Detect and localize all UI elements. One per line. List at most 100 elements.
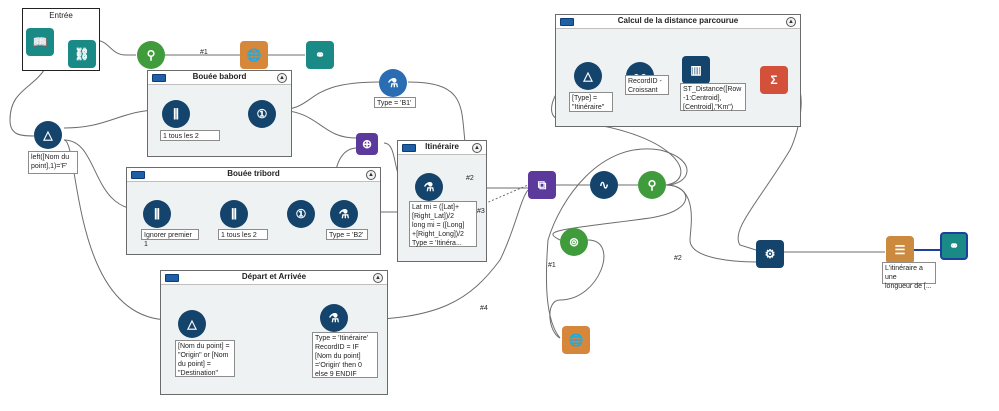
connector <box>549 239 605 339</box>
container-badge-icon <box>152 74 166 82</box>
collapse-toggle-icon[interactable]: ▲ <box>277 73 287 83</box>
formula-flask-icon: ⚗ <box>338 207 350 221</box>
record-id-icon: ① <box>295 207 307 221</box>
binoculars-browse-icon: ⛓ <box>74 47 90 61</box>
multi-row-formula-tool[interactable]: ▥ <box>682 56 710 84</box>
container-title: Calcul de la distance parcourue <box>617 16 739 25</box>
connector <box>63 109 161 129</box>
multi-row-formula-icon: ▥ <box>690 63 702 77</box>
connection-label: #2 <box>674 255 682 262</box>
collapse-toggle-icon[interactable]: ▲ <box>366 170 376 180</box>
annotation-formula-itineraire: Lat mi = ([Lat]+ [Right_Lat])/2 long mi … <box>409 201 477 247</box>
record-id-icon: ① <box>256 107 268 121</box>
connection-label: #2 <box>466 175 474 182</box>
create-points-tool[interactable]: ⚲ <box>638 171 666 199</box>
map-output-tool[interactable]: 🌐 <box>240 41 268 69</box>
record-id-tool[interactable]: ① <box>287 200 315 228</box>
annotation-filter-main: left([Nom du point],1)='F' <box>28 151 78 174</box>
report-text-icon: ☰ <box>894 243 906 257</box>
connector <box>665 184 757 263</box>
annotation-sample-babord: 1 tous les 2 <box>160 130 220 141</box>
container-title: Départ et Arrivée <box>241 272 307 281</box>
annotation-filter-depart: [Nom du point] = "Origin" or [Nom du poi… <box>175 340 235 377</box>
container-badge-icon <box>165 274 179 282</box>
sample-columns-icon: ⫼ <box>154 207 160 221</box>
union-tool[interactable]: ⊕ <box>356 133 378 155</box>
input-data-tool[interactable]: 📖 <box>26 28 54 56</box>
select-tool[interactable]: ⊚ <box>560 228 588 256</box>
container-badge-icon <box>560 18 574 26</box>
union-icon: ⊕ <box>361 137 373 151</box>
formula-tool[interactable]: ⚗ <box>320 304 348 332</box>
connection-label: #3 <box>477 208 485 215</box>
container-title: Itinéraire <box>425 142 459 151</box>
connector <box>545 148 688 339</box>
filter-triangle-icon: △ <box>187 317 197 331</box>
connection-label: #1 <box>548 262 556 269</box>
formula-flask-icon: ⚗ <box>387 76 399 90</box>
dna-multi-row-icon: ⧉ <box>537 178 547 192</box>
gear-tools-icon: ⚙ <box>764 247 776 261</box>
connector <box>552 184 687 241</box>
globe-map-icon: 🌐 <box>568 333 584 347</box>
annotation-formula-b1: Type = 'B1' <box>374 97 416 108</box>
sample-tool[interactable]: ⫼ <box>220 200 248 228</box>
sample-tool[interactable]: ⫼ <box>143 200 171 228</box>
annotation-formula-depart: Type = 'Itinéraire' RecordID = IF [Nom d… <box>312 332 378 378</box>
sample-columns-icon: ⫼ <box>173 107 179 121</box>
container-badge-icon <box>131 171 145 179</box>
create-points-tool[interactable]: ⚲ <box>137 41 165 69</box>
browse-tool[interactable]: ⛓ <box>68 40 96 68</box>
container-header: Bouée tribord ▲ <box>127 168 380 182</box>
container-header: Départ et Arrivée ▲ <box>161 271 387 285</box>
select-icon: ⊚ <box>568 235 580 249</box>
record-id-tool[interactable]: ① <box>248 100 276 128</box>
container-header: Itinéraire ▲ <box>398 141 486 155</box>
browse-tool[interactable]: ⚭ <box>940 232 968 260</box>
sample-columns-icon: ⫼ <box>231 207 237 221</box>
formula-tool[interactable]: ⚗ <box>330 200 358 228</box>
filter-tool[interactable]: △ <box>574 62 602 90</box>
report-text-tool[interactable]: ☰ <box>886 236 914 264</box>
formula-flask-icon: ⚗ <box>328 311 340 325</box>
container-header: Bouée babord ▲ <box>148 71 291 85</box>
collapse-toggle-icon[interactable]: ▲ <box>786 17 796 27</box>
annotation-formula-b2: Type = 'B2' <box>326 229 368 240</box>
map-pin-create-points-icon: ⚲ <box>647 178 657 192</box>
append-tool[interactable]: ⚙ <box>756 240 784 268</box>
map-pin-create-points-icon: ⚲ <box>146 48 156 62</box>
annotation-report-text: L'itinéraire a une longueur de [... <box>882 262 936 290</box>
formula-tool[interactable]: ⚗ <box>415 173 443 201</box>
globe-map-icon: 🌐 <box>246 48 262 62</box>
summarize-tool[interactable]: Σ <box>760 66 788 94</box>
collapse-toggle-icon[interactable]: ▲ <box>373 273 383 283</box>
connection-label: #1 <box>200 49 208 56</box>
browse-tool[interactable]: ⚭ <box>306 41 334 69</box>
filter-tool[interactable]: △ <box>178 310 206 338</box>
annotation-sample-tribord-2: 1 tous les 2 <box>218 229 268 240</box>
book-input-icon: 📖 <box>32 35 48 49</box>
connector <box>63 139 171 321</box>
collapse-toggle-icon[interactable]: ▲ <box>472 143 482 153</box>
annotation-sample-tribord-1: Ignorer premier 1 <box>141 229 199 248</box>
sample-tool[interactable]: ⫼ <box>162 100 190 128</box>
map-output-tool[interactable]: 🌐 <box>562 326 590 354</box>
annotation-sort-calcul: RecordID - Croissant <box>625 75 669 95</box>
connector <box>349 189 529 321</box>
connector <box>93 39 136 56</box>
connector <box>469 184 529 211</box>
spatial-process-tool[interactable]: ∿ <box>590 171 618 199</box>
binoculars-browse-icon: ⚭ <box>314 48 326 62</box>
container-title: Entrée <box>49 11 73 20</box>
filter-triangle-icon: △ <box>583 69 593 83</box>
annotation-filter-calcul: [Type] = "Itinéraire" <box>569 92 613 112</box>
container-header: Calcul de la distance parcourue ▲ <box>556 15 800 29</box>
container-badge-icon <box>402 144 416 152</box>
binoculars-browse-icon: ⚭ <box>948 239 960 253</box>
spatial-process-icon: ∿ <box>598 178 610 192</box>
filter-tool[interactable]: △ <box>34 121 62 149</box>
filter-triangle-icon: △ <box>43 128 53 142</box>
append-fields-tool[interactable]: ⧉ <box>528 171 556 199</box>
container-title: Bouée babord <box>192 72 247 81</box>
formula-tool[interactable]: ⚗ <box>379 69 407 97</box>
